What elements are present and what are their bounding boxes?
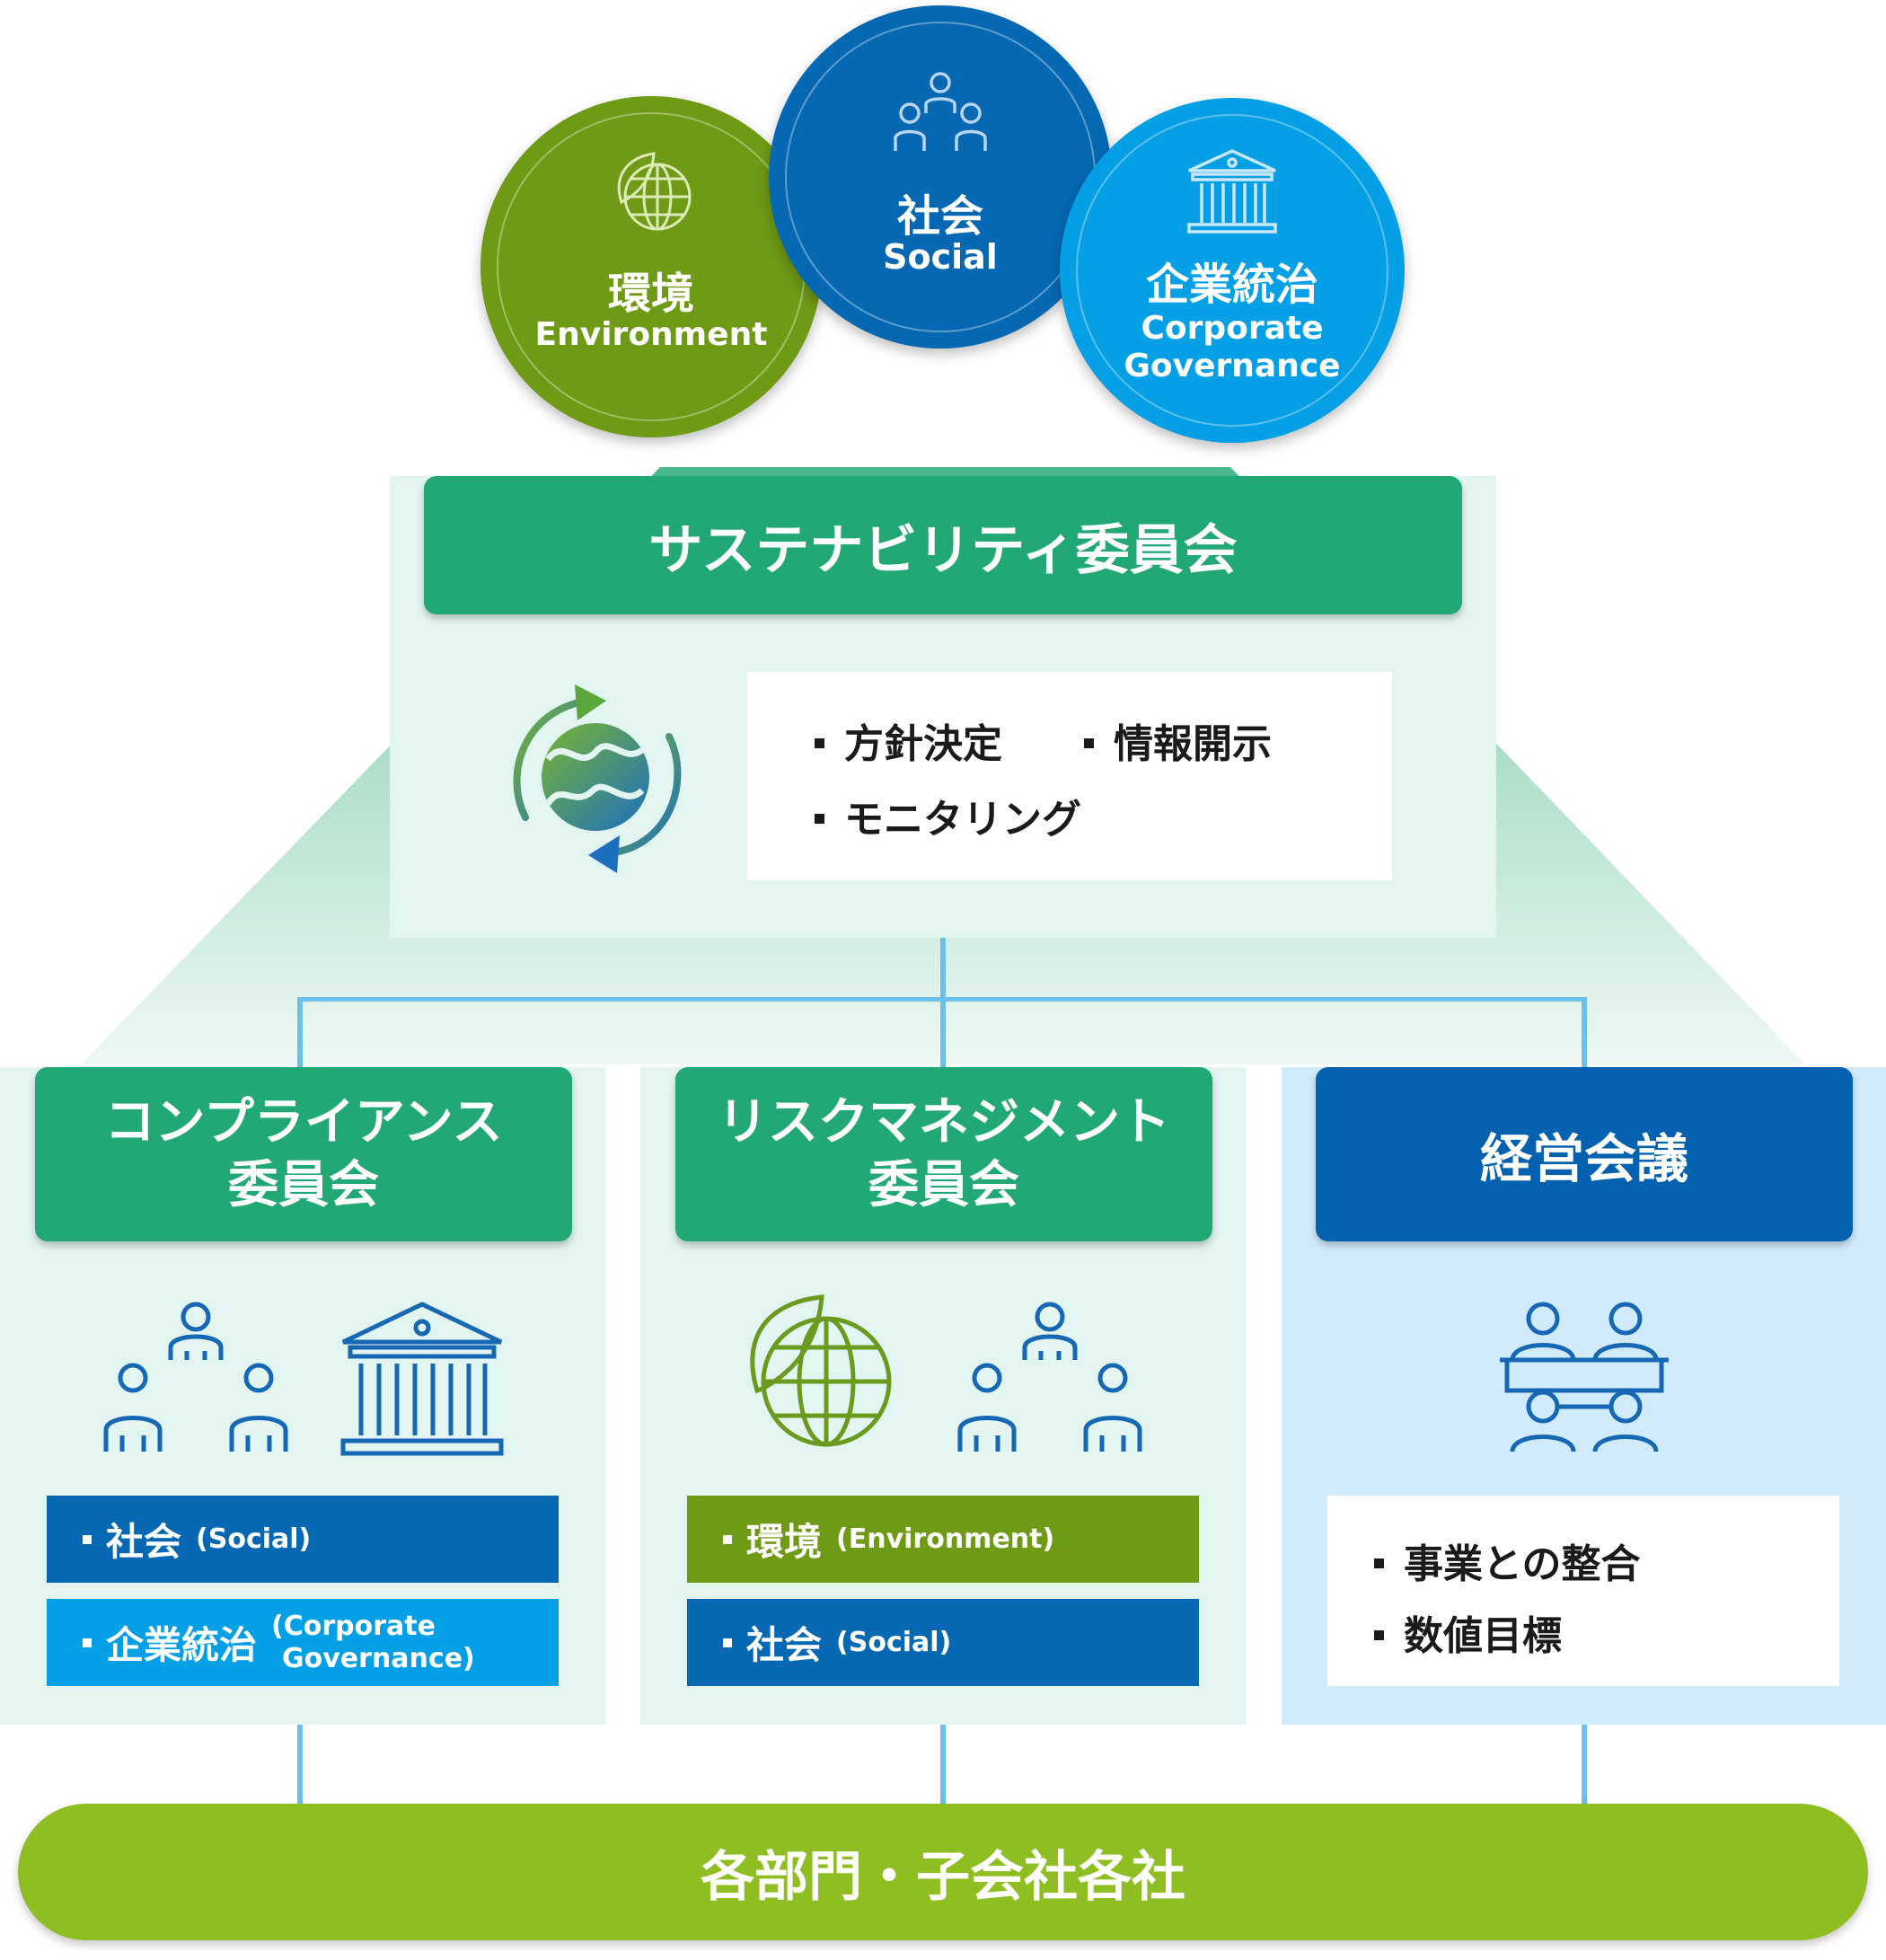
social-ja-label: 社会: [896, 191, 983, 242]
item-business-alignment: 事業との整合: [1374, 1532, 1641, 1589]
institution-building-icon: [1187, 149, 1277, 234]
connector-line: [297, 1725, 303, 1805]
governance-ja-label: 企業統治: [1145, 260, 1318, 310]
environment-ja-label: 環境: [607, 269, 694, 319]
risk-committee-title: リスクマネジメント 委員会: [675, 1067, 1212, 1241]
tag-environment: 環境(Environment): [687, 1496, 1199, 1583]
tag-social: 社会(Social): [687, 1599, 1199, 1686]
sustainability-committee-title: サステナビリティ委員会: [424, 476, 1462, 614]
item-monitoring: モニタリング: [815, 787, 1081, 844]
risk-title-line2: 委員会: [868, 1156, 1019, 1214]
item-disclosure: 情報開示: [1084, 711, 1272, 769]
departments-subsidiaries-bar: 各部門・子会社各社: [18, 1804, 1868, 1940]
people-group-icon: [894, 72, 987, 151]
item-policy: 方針決定: [815, 711, 1002, 769]
environment-en-label: Environment: [534, 316, 768, 353]
connector-line: [940, 997, 946, 1069]
social-pillar: 社会 Social: [769, 5, 1112, 349]
sustainability-items-box: 方針決定 情報開示 モニタリング: [747, 672, 1392, 880]
tag-governance: 企業統治 (Corporate Governance): [47, 1599, 559, 1686]
institution-building-icon: [340, 1302, 504, 1456]
social-en-label: Social: [883, 237, 998, 277]
globe-leaf-icon: [617, 152, 692, 231]
connector-line: [1582, 1725, 1587, 1805]
compliance-title-line1: コンプライアンス: [104, 1093, 503, 1152]
globe-leaf-icon: [750, 1294, 892, 1447]
tag-social: 社会(Social): [47, 1496, 559, 1583]
meeting-table-icon: [1500, 1302, 1669, 1452]
governance-pillar: 企業統治 Corporate Governance: [1060, 98, 1405, 443]
compliance-title-line2: 委員会: [228, 1156, 379, 1214]
item-numeric-targets: 数値目標: [1374, 1603, 1562, 1661]
connector-line: [940, 938, 946, 1001]
management-items-box: 事業との整合 数値目標: [1327, 1496, 1839, 1686]
connector-line: [1582, 997, 1587, 1069]
risk-title-line1: リスクマネジメント: [718, 1093, 1170, 1152]
connector-line: [940, 1725, 946, 1805]
management-meeting-title: 経営会議: [1316, 1067, 1853, 1241]
people-group-icon: [957, 1302, 1142, 1452]
sustainability-cycle-icon: [513, 684, 682, 873]
connector-line: [297, 997, 303, 1069]
governance-en-line2: Governance: [1124, 348, 1341, 384]
governance-en-line1: Corporate: [1141, 310, 1324, 347]
people-group-icon: [103, 1302, 288, 1452]
compliance-committee-title: コンプライアンス 委員会: [35, 1067, 572, 1241]
environment-pillar: 環境 Environment: [480, 96, 822, 437]
